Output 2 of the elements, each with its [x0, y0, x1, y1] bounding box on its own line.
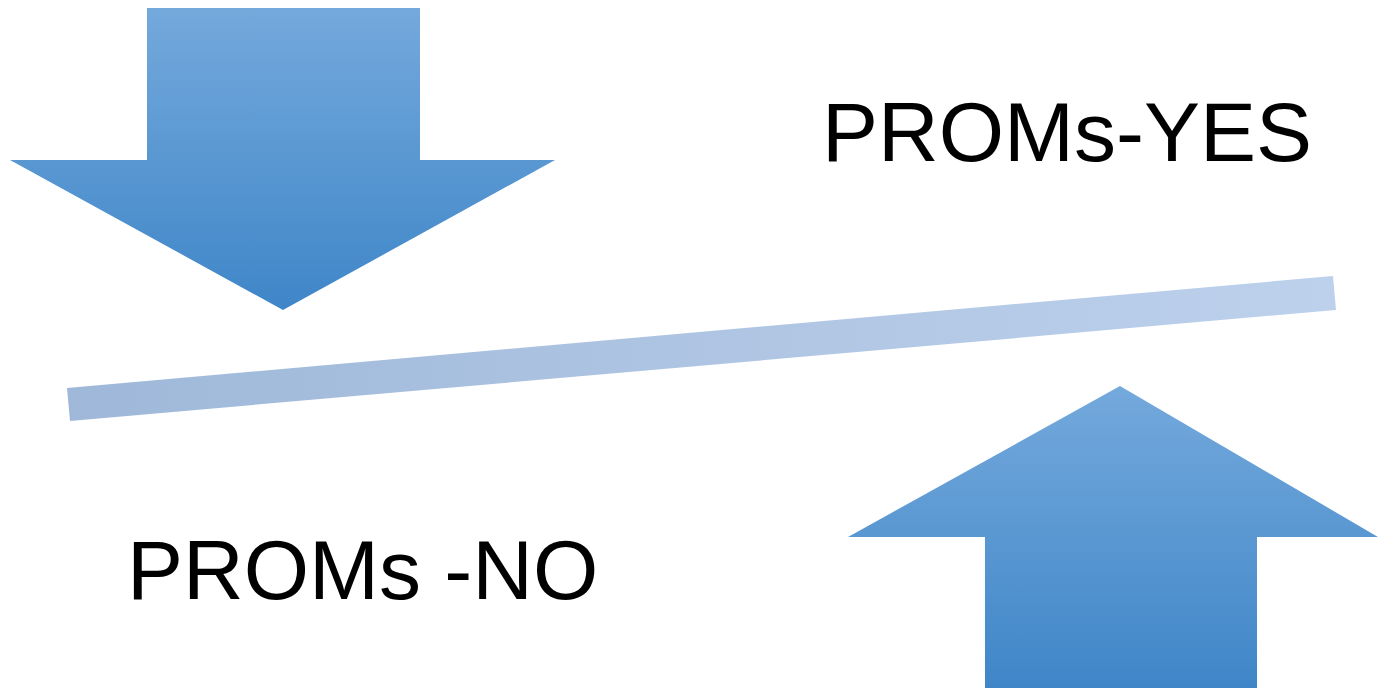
text-label: PROMs-YES — [822, 90, 1313, 174]
text-label: PROMs -NO — [127, 528, 599, 612]
